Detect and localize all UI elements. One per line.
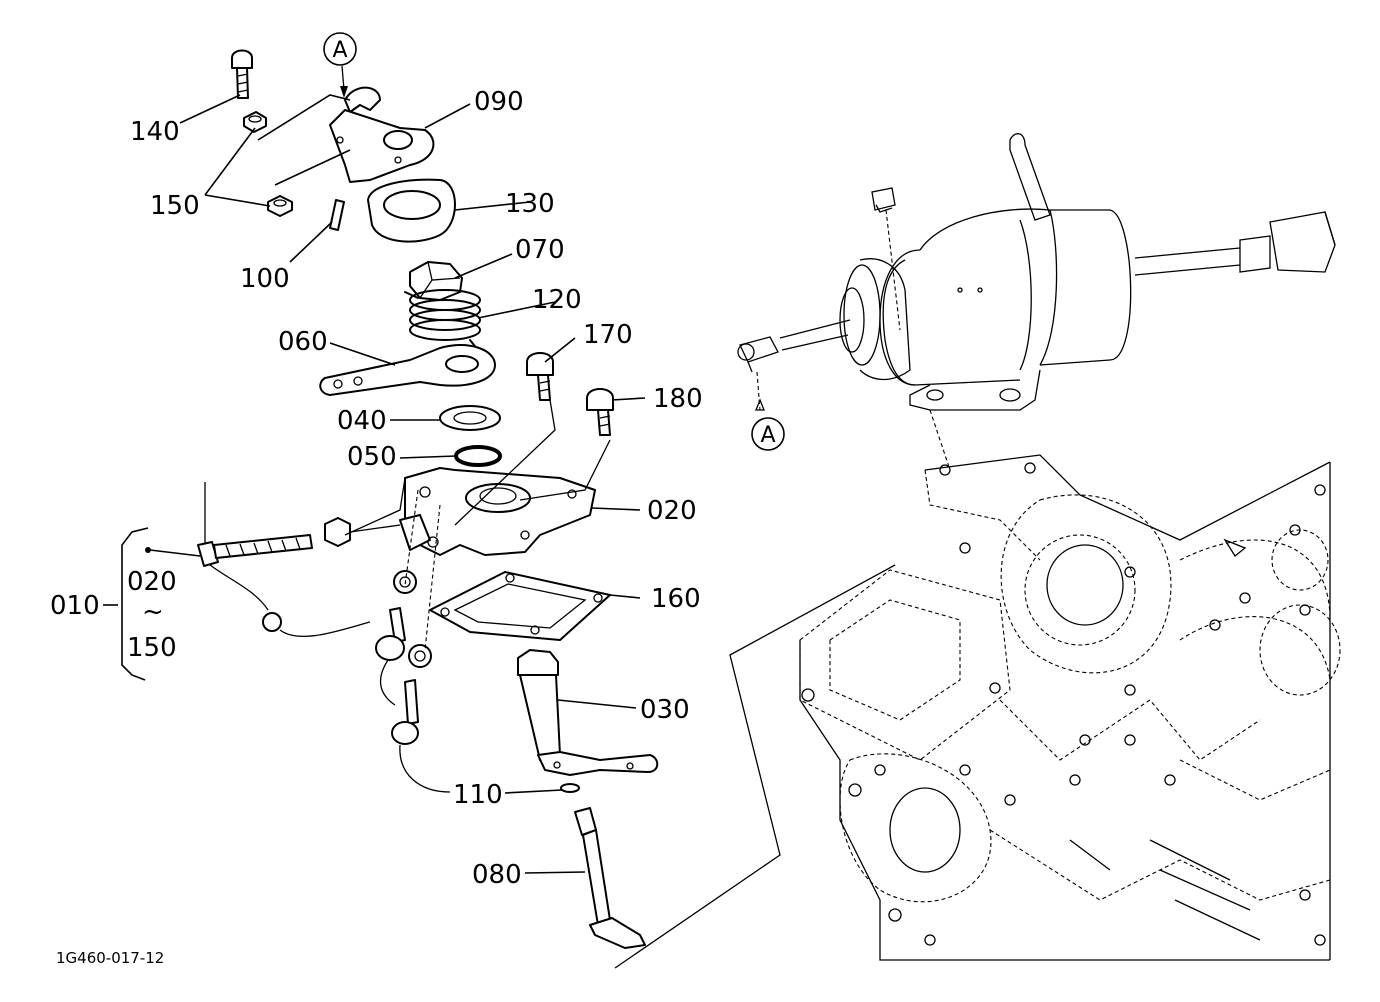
- lever-060: [319, 344, 496, 396]
- callout-100: 100: [240, 264, 290, 294]
- collar-130: [367, 178, 456, 243]
- washer-040: [439, 405, 501, 431]
- range-start-020: 020: [127, 567, 177, 597]
- stop-solenoid: [737, 133, 1336, 471]
- callout-060: 060: [278, 327, 328, 357]
- callout-130: 130: [505, 189, 555, 219]
- callout-080: 080: [472, 860, 522, 890]
- bolt-140: [231, 49, 253, 99]
- callout-140: 140: [130, 117, 180, 147]
- parts-exploded: [197, 49, 659, 949]
- callout-050: 050: [347, 442, 397, 472]
- range-bracket: [103, 527, 149, 681]
- housing-020: [399, 467, 596, 556]
- bolt-170: [526, 352, 554, 401]
- callout-040: 040: [337, 406, 387, 436]
- gasket-160: [429, 571, 611, 641]
- engine-block: [799, 454, 1341, 961]
- callout-090: 090: [474, 87, 524, 117]
- callout-150: 150: [150, 191, 200, 221]
- spring-120: [404, 289, 481, 351]
- leader-lines: [145, 94, 646, 874]
- callout-170: 170: [583, 320, 633, 350]
- ref-mark-a-right: A: [760, 423, 775, 448]
- callout-020: 020: [647, 496, 697, 526]
- range-tilde: ~: [142, 597, 164, 627]
- pin-100: [329, 199, 345, 231]
- bolt-180: [586, 388, 614, 436]
- shaft-080: [574, 807, 646, 949]
- callout-110: 110: [453, 780, 503, 810]
- callout-030: 030: [640, 695, 690, 725]
- sensor-assembly-010: [197, 482, 451, 793]
- shaft-030: [517, 649, 659, 776]
- drawing-code: 1G460-017-12: [56, 949, 164, 967]
- callout-010: 010: [50, 591, 100, 621]
- callout-160: 160: [651, 584, 701, 614]
- callout-180: 180: [653, 384, 703, 414]
- callout-120: 120: [532, 285, 582, 315]
- range-end-150: 150: [127, 633, 177, 663]
- ring-110: [560, 783, 580, 793]
- nut-150-lower: [267, 195, 293, 217]
- lever-090: [329, 86, 435, 183]
- callout-070: 070: [515, 235, 565, 265]
- o-ring-050: [454, 445, 502, 467]
- nut-150-upper: [243, 111, 267, 133]
- callout-labels: 140 150 100 090 130 070 120 060 170 180 …: [50, 87, 703, 890]
- reference-mark-top: A: [323, 32, 357, 98]
- reference-mark-right: A: [751, 417, 785, 451]
- ref-mark-a-top: A: [332, 38, 347, 63]
